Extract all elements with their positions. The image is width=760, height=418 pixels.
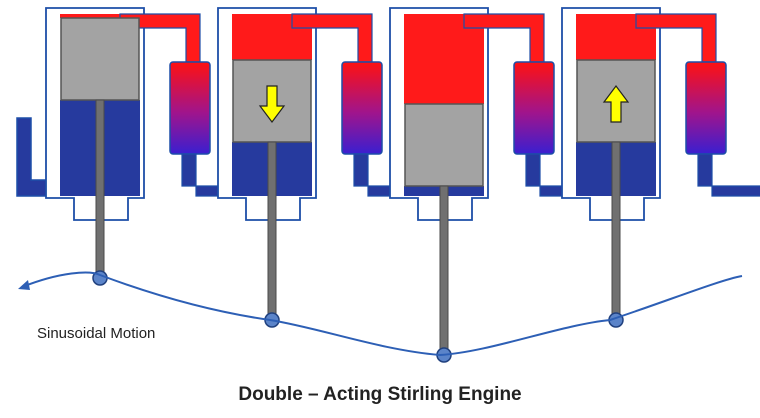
sinusoidal-wave: [21, 271, 743, 357]
inlet-pipe: [16, 117, 48, 197]
hot-gas: [60, 14, 140, 18]
arrow-up-icon: [602, 85, 630, 123]
hot-gas: [404, 14, 484, 104]
regenerator: [685, 61, 727, 155]
regenerator: [513, 61, 555, 155]
cold-pipe: [697, 153, 760, 197]
piston: [60, 17, 140, 101]
regenerator: [169, 61, 211, 155]
motion-label: Sinusoidal Motion: [37, 325, 155, 342]
regenerator: [341, 61, 383, 155]
diagram-title: Double – Acting Stirling Engine: [238, 384, 521, 405]
arrow-down-icon: [258, 85, 286, 123]
piston-rod: [611, 141, 621, 321]
cylinder-unit-3: [389, 7, 591, 363]
cylinder-unit-2: [217, 7, 419, 328]
wave-arrowhead: [18, 280, 30, 290]
piston: [404, 103, 484, 187]
cylinder-units: [45, 7, 760, 363]
cylinder-unit-4: [561, 7, 760, 328]
piston-rod: [267, 141, 277, 321]
cylinder-unit-1: [45, 7, 247, 286]
piston-rod: [95, 99, 105, 279]
piston-rod: [439, 185, 449, 356]
